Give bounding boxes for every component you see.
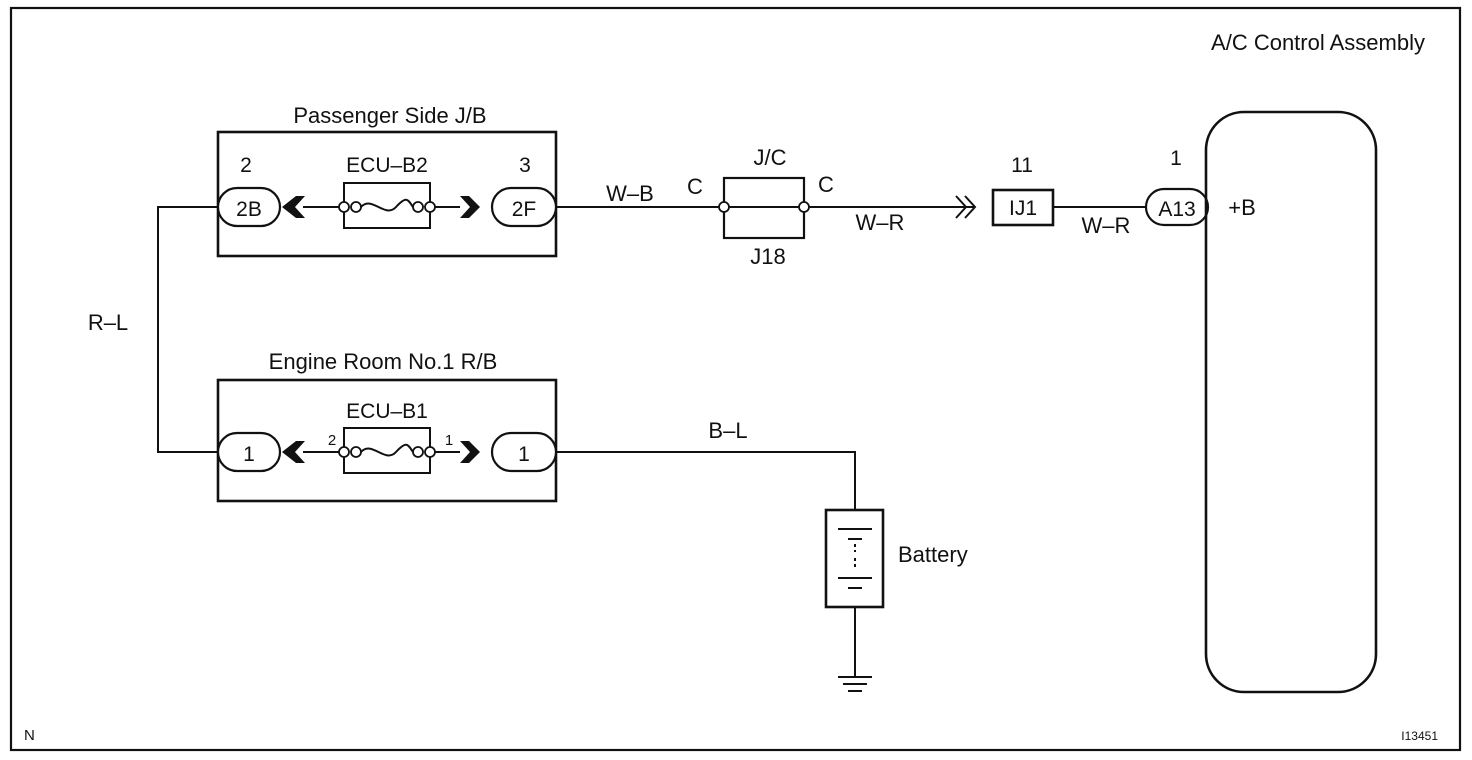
corner-label: N bbox=[24, 727, 35, 744]
passenger-jb-right-pin: 3 bbox=[519, 154, 531, 177]
connector-rb-left bbox=[216, 431, 282, 473]
connector-a13-label: A13 bbox=[1158, 198, 1195, 221]
ac-control-assembly bbox=[1204, 110, 1378, 694]
connector-2f-label: 2F bbox=[512, 198, 537, 221]
diagram-title: A/C Control Assembly bbox=[1211, 30, 1425, 55]
engine-rb-box bbox=[216, 378, 558, 503]
wire-label-b-l: B–L bbox=[708, 418, 747, 443]
terminal-plus-b: +B bbox=[1228, 195, 1256, 220]
wire-label-w-r-2: W–R bbox=[1082, 213, 1131, 238]
fuse-ecu-b2-label: ECU–B2 bbox=[346, 154, 428, 177]
arrow-rb-right bbox=[460, 441, 480, 463]
arrow-2f bbox=[460, 196, 480, 218]
engine-rb-label: Engine Room No.1 R/B bbox=[269, 349, 498, 374]
arrow-rb-left bbox=[282, 441, 305, 463]
fuse-ecu-b1-pin-left: 2 bbox=[328, 432, 336, 449]
a13-pin: 1 bbox=[1170, 147, 1182, 170]
junction-right-pin: C bbox=[818, 172, 834, 197]
connector-ij1-label: IJ1 bbox=[1009, 197, 1037, 220]
passenger-jb-label: Passenger Side J/B bbox=[293, 103, 486, 128]
junction-top-label: J/C bbox=[754, 145, 787, 170]
diagram-frame bbox=[9, 6, 1462, 752]
connector-a13 bbox=[1144, 187, 1210, 227]
battery-label: Battery bbox=[898, 542, 968, 567]
junction-left-pin: C bbox=[687, 174, 703, 199]
wire-label-w-r-1: W–R bbox=[856, 210, 905, 235]
arrow-2b bbox=[282, 196, 305, 218]
passenger-jb-left-pin: 2 bbox=[240, 154, 252, 177]
connector-2b-label: 2B bbox=[236, 198, 262, 221]
fuse-ecu-b1-label: ECU–B1 bbox=[346, 400, 428, 423]
fuse-ecu-b1-pin-right: 1 bbox=[445, 432, 453, 449]
connector-rb-left-label: 1 bbox=[243, 443, 255, 466]
junction-bottom-label: J18 bbox=[750, 244, 785, 269]
ij1-pin: 11 bbox=[1011, 154, 1033, 177]
figure-id: I13451 bbox=[1401, 729, 1438, 743]
connector-ij1 bbox=[991, 188, 1055, 227]
connector-rb-right-label: 1 bbox=[518, 443, 530, 466]
wire-label-r-l: R–L bbox=[88, 310, 128, 335]
wire-label-w-b: W–B bbox=[606, 181, 654, 206]
passenger-jb-box bbox=[216, 130, 558, 258]
